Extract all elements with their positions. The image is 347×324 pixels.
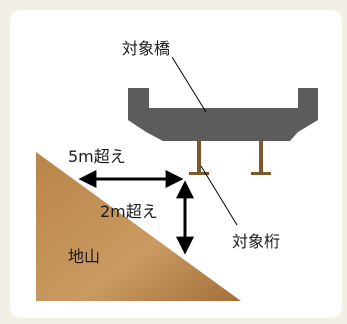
- bridge-deck: [128, 88, 318, 141]
- girder-label-pointer: [200, 165, 238, 226]
- girder-foot-right: [251, 172, 271, 175]
- bridge-label-pointer: [171, 56, 207, 113]
- horizontal-distance-label: 5m超え: [68, 147, 126, 166]
- target-girder-post: [197, 141, 201, 174]
- vertical-distance-label: 2m超え: [100, 202, 158, 221]
- target-bridge-label: 対象橋: [122, 39, 170, 58]
- ground-label: 地山: [68, 247, 100, 266]
- target-girder-label: 対象桁: [232, 232, 280, 251]
- target-girder-foot: [189, 172, 209, 175]
- girder-post-right: [259, 141, 263, 174]
- ground-slope: [36, 152, 241, 301]
